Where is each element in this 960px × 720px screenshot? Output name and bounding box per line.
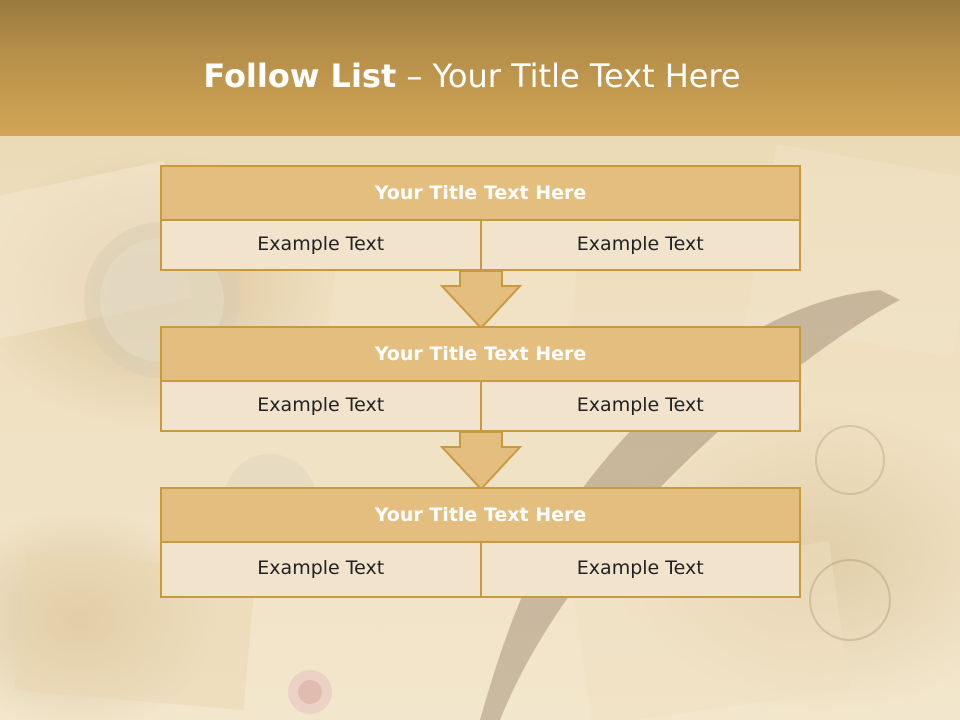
list-step-1: Your Title Text Here Example Text Exampl… xyxy=(160,165,801,271)
step-row: Example Text Example Text xyxy=(160,543,801,598)
step-cell-right: Example Text xyxy=(481,543,801,598)
list-step-3: Your Title Text Here Example Text Exampl… xyxy=(160,487,801,598)
slide-header-band: Follow List – Your Title Text Here xyxy=(0,0,960,136)
list-step-2: Your Title Text Here Example Text Exampl… xyxy=(160,326,801,432)
slide-title-rest: – Your Title Text Here xyxy=(406,57,741,95)
step-cell-left: Example Text xyxy=(160,221,482,271)
down-arrow-icon xyxy=(440,270,522,330)
step-cell-left: Example Text xyxy=(160,382,482,432)
down-arrow-icon xyxy=(440,431,522,491)
step-row: Example Text Example Text xyxy=(160,382,801,432)
slide-title-bold: Follow List xyxy=(203,57,397,95)
slide-title: Follow List – Your Title Text Here xyxy=(0,52,944,100)
step-cell-right: Example Text xyxy=(481,221,801,271)
step-cell-right: Example Text xyxy=(481,382,801,432)
step-title: Your Title Text Here xyxy=(160,326,801,382)
step-cell-left: Example Text xyxy=(160,543,482,598)
step-row: Example Text Example Text xyxy=(160,221,801,271)
step-title: Your Title Text Here xyxy=(160,165,801,221)
step-title: Your Title Text Here xyxy=(160,487,801,543)
